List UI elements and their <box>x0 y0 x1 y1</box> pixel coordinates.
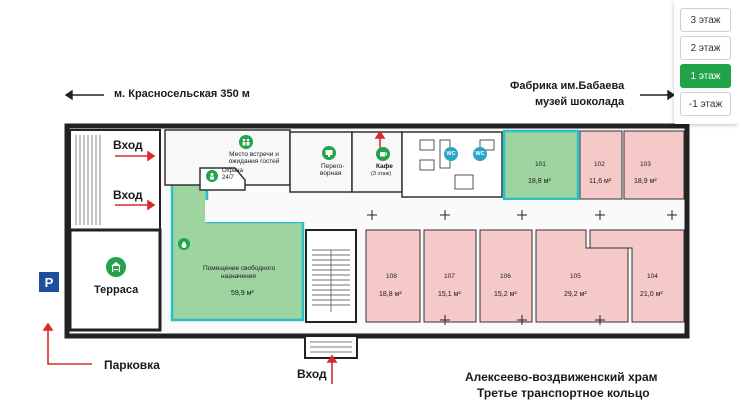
room-108[interactable] <box>365 229 421 323</box>
corridor <box>205 200 683 222</box>
room-106-number: 106 <box>500 273 511 280</box>
cafe-label: Кафе <box>376 163 393 170</box>
metro-label: м. Красносельская 350 м <box>114 88 250 100</box>
ring-road-label: Третье транспортное кольцо <box>477 386 650 400</box>
wc-block <box>401 131 503 198</box>
parking-label: Парковка <box>104 358 160 372</box>
room-103[interactable] <box>623 130 685 200</box>
parking-arrow <box>42 322 92 365</box>
floor-button-1[interactable]: 1 этаж <box>680 64 731 88</box>
church-label: Алексеево-воздвиженский храм <box>465 370 658 384</box>
cafe-cup-icon <box>376 147 390 161</box>
porch-steps <box>310 341 352 353</box>
room-106-area: 15,2 м² <box>494 291 517 298</box>
meeting-people-icon <box>239 135 253 149</box>
room-107-number: 107 <box>444 273 455 280</box>
room-108-area: 18,8 м² <box>379 291 402 298</box>
cafe-room <box>351 131 403 193</box>
entrance-label-mid: Вход <box>113 188 143 202</box>
left-stair-block <box>69 129 161 231</box>
meeting-area-label: Место встречи и ожидания гостей <box>228 151 280 165</box>
water-drop-icon <box>178 238 190 250</box>
room-108-number: 108 <box>386 273 397 280</box>
central-stairs <box>312 249 350 312</box>
floor-selector: 3 этаж 2 этаж 1 этаж -1 этаж <box>674 0 738 124</box>
parking-sign-icon: P <box>39 272 59 292</box>
room-104[interactable] <box>589 229 685 323</box>
cafe-note: (3 этаж) <box>371 171 392 177</box>
meeting-room-icon <box>322 146 336 160</box>
terrace-label: Терраса <box>94 284 139 296</box>
room-103-number: 103 <box>640 161 651 168</box>
meeting-room <box>289 131 353 193</box>
free-room-area: 59,9 м² <box>231 290 254 297</box>
entrance-arrows <box>115 130 386 384</box>
room-101-area: 18,8 м² <box>528 178 551 185</box>
column-markers <box>367 210 677 325</box>
terrace-room <box>68 228 162 332</box>
security-guard-icon <box>206 170 218 182</box>
room-104-number: 104 <box>647 273 658 280</box>
factory-label: Фабрика им.Бабаева <box>510 80 625 92</box>
entrance-label-top: Вход <box>113 138 143 152</box>
direction-arrows <box>64 89 676 101</box>
wc-icon: WC <box>444 147 458 161</box>
room-103-area: 18,9 м² <box>634 178 657 185</box>
security-label: Охрана 24/7 <box>222 168 243 181</box>
entrance-label-bottom: Вход <box>297 367 327 381</box>
room-105-number: 105 <box>570 273 581 280</box>
wc-fixtures <box>419 139 495 190</box>
room-107-area: 15,1 м² <box>438 291 461 298</box>
room-102-number: 102 <box>594 161 605 168</box>
floor-button-2[interactable]: 2 этаж <box>680 36 731 60</box>
room-102-area: 11,6 м² <box>589 178 612 185</box>
room-107[interactable] <box>423 229 477 323</box>
wc-icon-2: WC <box>473 147 487 161</box>
room-106[interactable] <box>479 229 533 323</box>
meeting-room-label-1: Перего- <box>321 163 345 170</box>
terrace-icon <box>106 257 126 277</box>
room-105-area: 29,2 м² <box>564 291 587 298</box>
room-104-area: 21,0 м² <box>640 291 663 298</box>
floor-button-3[interactable]: 3 этаж <box>680 8 731 32</box>
meeting-room-label-2: ворная <box>320 170 342 177</box>
left-stairs <box>75 135 101 225</box>
room-101-number: 101 <box>535 161 546 168</box>
floor-button-minus-1[interactable]: -1 этаж <box>680 92 731 116</box>
museum-label: музей шоколада <box>535 96 625 108</box>
room-101[interactable] <box>502 129 580 201</box>
room-102[interactable] <box>579 130 623 200</box>
free-room-label-1: Помещение свободного <box>203 265 276 272</box>
free-room-label-2: назначения <box>221 273 256 280</box>
